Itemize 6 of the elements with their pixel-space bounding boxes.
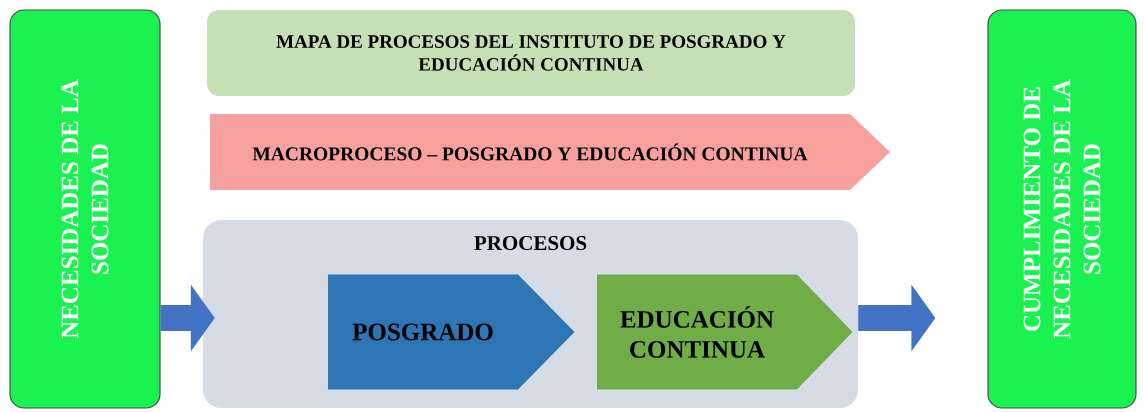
- title-box: MAPA DE PROCESOS DEL INSTITUTO DE POSGRADO Y EDUCACIÓN CONTINUA: [207, 10, 855, 96]
- side-box: CUMPLIMIENTO DE NECESIDADES DE LA SOCIEDAD: [987, 9, 1137, 409]
- process-chevron: EDUCACIÓN CONTINUA: [597, 274, 853, 390]
- process-chevron: POSGRADO: [328, 274, 575, 390]
- chevron-banner: MACROPROCESO – POSGRADO Y EDUCACIÓN CONTINUA: [210, 114, 891, 190]
- side-box: NECESIDADES DE LA SOCIEDAD: [9, 9, 161, 409]
